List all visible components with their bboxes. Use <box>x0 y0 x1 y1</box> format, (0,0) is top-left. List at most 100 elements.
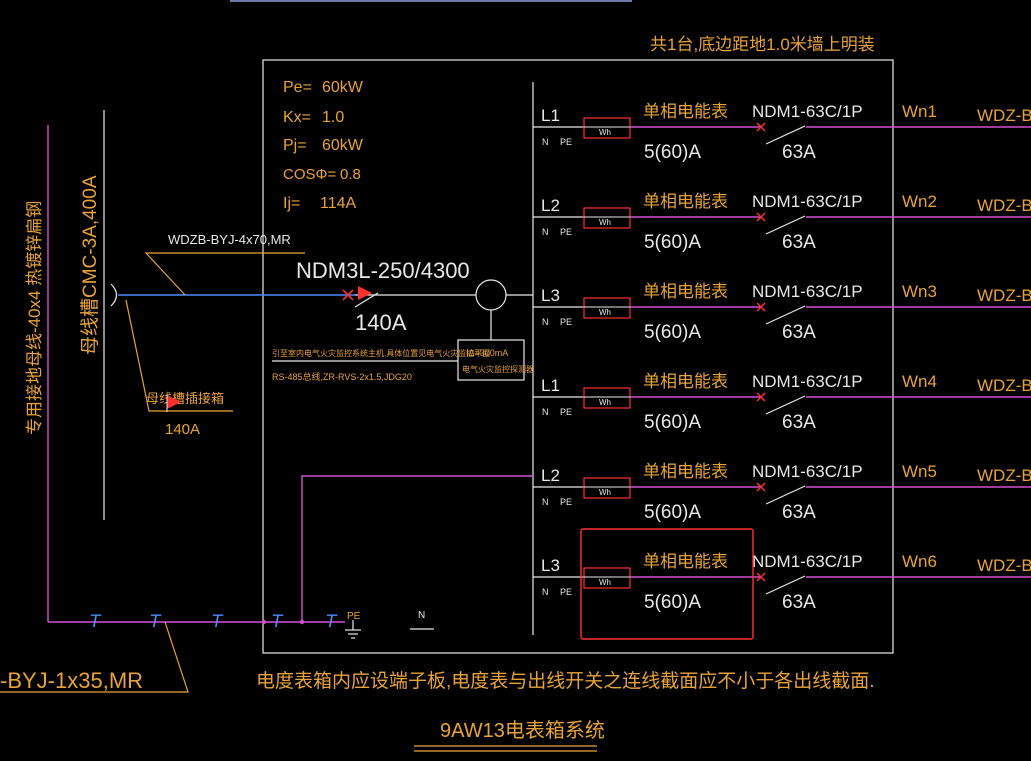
neutral-label: N <box>542 497 549 507</box>
neutral-label: N <box>542 137 549 147</box>
drawing-title: 9AW13电表箱系统 <box>440 719 605 742</box>
energy-meter-symbol <box>583 567 631 589</box>
breaker-model: NDM1-63C/1P <box>752 372 863 391</box>
incoming-cable-leader <box>144 252 305 296</box>
breaker-rating: 63A <box>782 322 816 343</box>
main-breaker-rating: 140A <box>355 310 407 335</box>
meter-name: 单相电能表 <box>643 192 728 211</box>
phase-label: L2 <box>541 196 560 215</box>
phase-label: L1 <box>541 376 560 395</box>
svg-text:T: T <box>212 612 224 632</box>
meter-name: 单相电能表 <box>643 372 728 391</box>
tap-box-rating: 140A <box>165 421 200 438</box>
param-value: 1.0 <box>322 109 344 126</box>
tap-box-marker <box>167 395 181 409</box>
monitor-note-2: RS-485总线,ZR-RVS-2x1.5,JDG20 <box>272 371 412 382</box>
breaker-model: NDM1-63C/1P <box>752 192 863 211</box>
ground-bus-vertical-label: 专用接地母线-40x4 热镀锌扁钢 <box>25 201 44 435</box>
breaker-blade <box>765 125 806 145</box>
neutral-label: N <box>542 587 549 597</box>
meter-name: 单相电能表 <box>643 462 728 481</box>
breaker-model: NDM1-63C/1P <box>752 282 863 301</box>
breaker-model: NDM1-63C/1P <box>752 102 863 121</box>
phase-label: L3 <box>541 286 560 305</box>
current-transformer-symbol <box>475 279 507 311</box>
breaker-blade <box>765 305 806 325</box>
pe-terminal-label: PE <box>560 587 572 597</box>
circuit-id: Wn5 <box>902 462 937 481</box>
breaker-rating: 63A <box>782 412 816 433</box>
ground-cable-label: -BYJ-1x35,MR <box>0 668 143 693</box>
circuit-row: L1N PE Wh 单相电能表 5(60)A NDM1-63C/1P 63A Wn1 WDZ-B… <box>533 102 1031 163</box>
breaker-rating: 63A <box>782 592 816 613</box>
circuit-cable: WDZ-BY <box>977 286 1031 305</box>
footer-note: 电度表箱内应设端子板,电度表与出线开关之连线截面应不小于各出线截面. <box>256 670 875 692</box>
energy-meter-symbol <box>583 387 631 409</box>
rcm-line2: 电气火灾监控探测器 <box>462 364 534 374</box>
pe-terminal-label: PE <box>560 497 572 507</box>
param-value: 60kW <box>322 79 364 96</box>
busway-vertical-label: 母线槽CMC-3A,400A <box>79 175 101 355</box>
energy-meter-symbol <box>583 477 631 499</box>
meter-rating: 5(60)A <box>644 142 701 163</box>
param-key: COSΦ= <box>283 166 336 183</box>
meter-rating: 5(60)A <box>644 502 701 523</box>
tap-box-name: 母线槽插接箱 <box>146 391 224 406</box>
meter-name: 单相电能表 <box>643 102 728 121</box>
phase-label: L2 <box>541 466 560 485</box>
pe-terminal-label: PE <box>560 407 572 417</box>
meter-symbol-label: Wh <box>599 488 611 497</box>
load-parameters: Pe= 60kW Kx= 1.0 Pj= 60kW COSΦ= 0.8 Ij= … <box>283 79 364 212</box>
pe-terminal-label: PE <box>560 227 572 237</box>
svg-text:T: T <box>90 612 102 632</box>
circuit-id: Wn6 <box>902 552 937 571</box>
param-key: Pe= <box>283 79 312 96</box>
param-key: Ij= <box>283 195 300 212</box>
breaker-model: NDM1-63C/1P <box>752 552 863 571</box>
svg-text:T: T <box>326 612 338 632</box>
phase-label: L3 <box>541 556 560 575</box>
circuit-id: Wn2 <box>902 192 937 211</box>
meter-rating: 5(60)A <box>644 592 701 613</box>
param-value: 114A <box>320 195 357 212</box>
breaker-rating: 63A <box>782 232 816 253</box>
svg-text:T: T <box>272 612 284 632</box>
pe-terminal-label: PE <box>560 317 572 327</box>
breaker-rating: 63A <box>782 142 816 163</box>
circuit-id: Wn3 <box>902 282 937 301</box>
breaker-blade <box>765 215 806 235</box>
pe-conductor <box>301 475 533 622</box>
breaker-blade <box>765 575 806 595</box>
param-value: 0.8 <box>340 166 361 183</box>
energy-meter-symbol <box>583 297 631 319</box>
n-label: N <box>418 610 425 621</box>
tap-box-leader <box>125 299 233 412</box>
param-value: 60kW <box>322 137 364 154</box>
circuit-id: Wn1 <box>902 102 937 121</box>
enclosure-frame <box>262 59 894 654</box>
circuit-cable: WDZ-BY <box>977 106 1031 125</box>
monitor-note-1: 引至室内电气火灾监控系统主机,具体位置见电气火灾监控平面 <box>272 348 490 358</box>
energy-meter-symbol <box>583 117 631 139</box>
circuit-cable: WDZ-BY <box>977 196 1031 215</box>
breaker-rating: 63A <box>782 502 816 523</box>
pe-terminal-label: PE <box>560 137 572 147</box>
incoming-cable-label: WDZB-BYJ-4x70,MR <box>168 232 291 247</box>
neutral-label: N <box>542 407 549 417</box>
meter-symbol-label: Wh <box>599 578 611 587</box>
meter-symbol-label: Wh <box>599 128 611 137</box>
ground-symbol-icon <box>345 620 361 639</box>
phase-label: L1 <box>541 106 560 125</box>
meter-symbol-label: Wh <box>599 218 611 227</box>
pe-label: PE <box>347 611 361 622</box>
meter-symbol-label: Wh <box>599 398 611 407</box>
plug-in-symbol <box>110 283 118 307</box>
param-key: Kx= <box>283 109 311 126</box>
rcm-box <box>457 339 525 381</box>
meter-rating: 5(60)A <box>644 412 701 433</box>
